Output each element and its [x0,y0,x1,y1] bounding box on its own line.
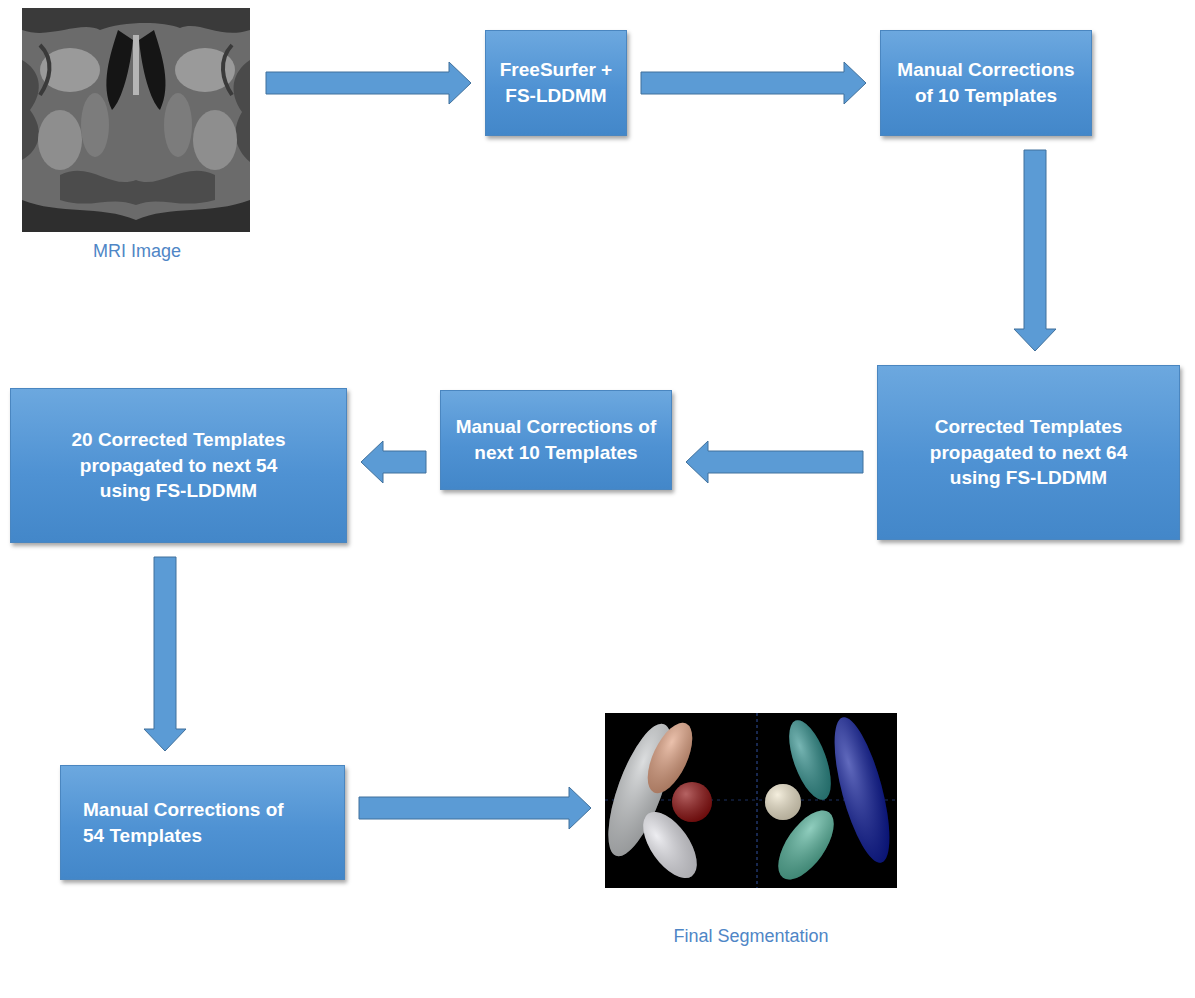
process-box: Manual Corrections of 10 Templates [880,30,1092,136]
process-box: 20 Corrected Templates propagated to nex… [10,388,347,543]
box-label: Manual Corrections of next 10 Templates [451,414,661,465]
block-arrow [144,557,186,751]
box-label: Manual Corrections of 10 Templates [891,57,1081,108]
box-label: Corrected Templates propagated to next 6… [909,414,1149,491]
process-box: Corrected Templates propagated to next 6… [877,365,1180,540]
box-label: Manual Corrections of 54 Templates [83,797,303,848]
block-arrow [359,787,591,829]
block-arrow [1014,150,1056,351]
box-label: FreeSurfer + FS-LDDMM [496,57,616,108]
block-arrow [361,441,426,483]
image-node: Final Segmentation [605,713,897,948]
process-box: Manual Corrections of next 10 Templates [440,390,672,490]
image-caption: Final Segmentation [670,925,831,948]
block-arrow [266,62,471,104]
block-arrow [641,62,866,104]
segmentation-image [595,712,900,888]
box-label: 20 Corrected Templates propagated to nex… [59,427,299,504]
process-box: Manual Corrections of 54 Templates [60,765,345,880]
process-box: FreeSurfer + FS-LDDMM [485,30,627,136]
mri-image [22,8,250,232]
image-caption: MRI Image [90,240,184,263]
image-node: MRI Image [22,8,252,263]
block-arrow [686,441,863,483]
